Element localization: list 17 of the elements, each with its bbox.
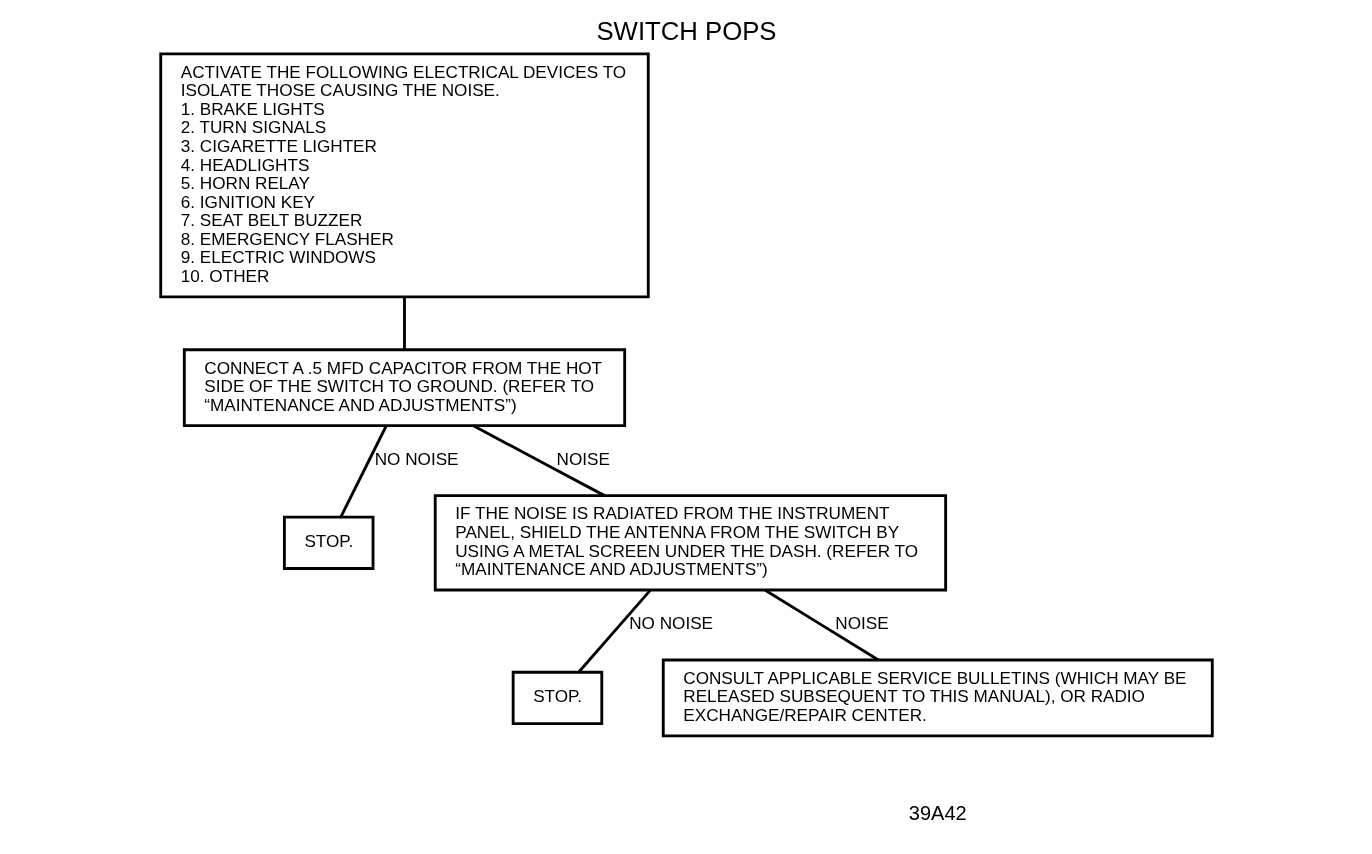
node-box: CONSULT APPLICABLE SERVICE BULLETINS (WHICH MAY BE RELEASED SUBSEQUENT TO THIS MANUAL), OR RADIO EXCHANGE/REPAIR CENTER. [661,658,1214,738]
node-box: CONNECT A .5 MFD CAPACITOR FROM THE HOT SIDE OF THE SWITCH TO GROUND. (REFER TO “MAINTENANCE AND ADJUSTMENTS”) [182,348,626,427]
node-box: STOP. [511,670,603,726]
edge-label: NOISE [834,613,889,634]
node-box: STOP. [282,515,374,570]
connector [577,589,651,673]
label: 39A42 [908,801,967,824]
edge-label: NO NOISE [628,613,713,634]
diagram-title: SWITCH POPS [595,17,777,46]
connector [402,297,406,350]
connector [339,424,388,518]
connector [764,589,879,662]
node-box: IF THE NOISE IS RADIATED FROM THE INSTRUMENT PANEL, SHIELD THE ANTENNA FROM THE SWITCH BY USING A METAL SCREEN UNDER THE DASH. (REFER TO “MAINTENANCE AND ADJUSTMENTS”) [433,494,947,592]
node-box: ACTIVATE THE FOLLOWING ELECTRICAL DEVICES TO ISOLATE THOSE CAUSING THE NOISE. 1. BRAKE LIGHTS 2. TURN SIGNALS 3. CIGARETTE LIGHTER 4. HEADLIGHTS 5. HORN RELAY 6. IGNITION KEY 7. SEAT BELT BUZZER 8. EMERGENCY FLASHER 9. ELECTRIC WINDOWS 10. OTHER [158,52,650,299]
connector [471,424,605,497]
edge-label: NO NOISE [374,449,459,470]
edge-label: NOISE [556,449,610,470]
